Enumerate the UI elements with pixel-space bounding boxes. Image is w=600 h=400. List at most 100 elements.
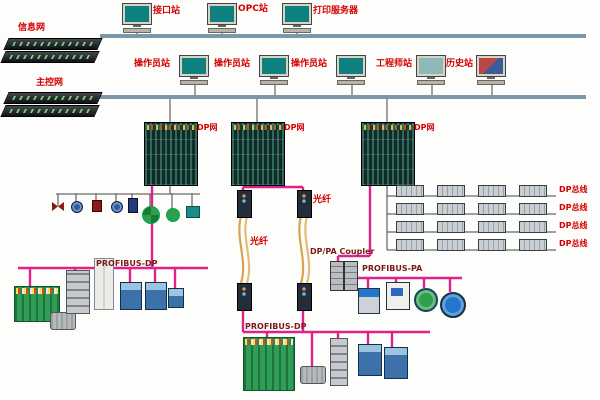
io-module-icon bbox=[396, 203, 424, 215]
control-network-switch-icon bbox=[3, 92, 103, 104]
monitor-stand bbox=[218, 25, 226, 27]
opc-station-icon bbox=[208, 4, 236, 33]
monitor-stand bbox=[133, 25, 141, 27]
io-module-icon bbox=[478, 221, 506, 233]
keyboard bbox=[337, 80, 365, 85]
dp-slave-icon bbox=[120, 282, 142, 310]
io-module-icon bbox=[396, 221, 424, 233]
interface-station-icon bbox=[123, 4, 151, 33]
profibus-pa-label: PROFIBUS-PA bbox=[362, 264, 423, 273]
pump-icon bbox=[166, 208, 180, 222]
print-server-icon bbox=[283, 4, 311, 33]
control-network-switch-icon bbox=[0, 105, 100, 117]
io-module-icon bbox=[396, 185, 424, 197]
monitor-screen bbox=[337, 56, 365, 76]
io-module-icon bbox=[396, 239, 424, 251]
io-bus-label: DP总线 bbox=[559, 221, 588, 230]
fiber-label: 光纤 bbox=[313, 195, 332, 205]
io-module-icon bbox=[478, 203, 506, 215]
plc-modules bbox=[245, 339, 293, 345]
keyboard bbox=[260, 80, 288, 85]
io-module-icon bbox=[519, 239, 547, 251]
io-module-icon bbox=[437, 239, 465, 251]
monitor-screen bbox=[208, 4, 236, 24]
monitor-stand bbox=[347, 77, 355, 79]
fiber-cables bbox=[238, 215, 311, 284]
transmitter-icon bbox=[358, 288, 380, 314]
operator-station-label: 操作员站 bbox=[291, 59, 328, 69]
control-network-label: 主控网 bbox=[36, 78, 64, 88]
controller-rack-icon bbox=[231, 122, 285, 186]
io-bus-label: DP总线 bbox=[559, 239, 588, 248]
dp-slave-icon bbox=[358, 344, 382, 376]
interface-station-label: 接口站 bbox=[153, 6, 181, 16]
monitor-screen bbox=[283, 4, 311, 24]
history-station-icon bbox=[477, 56, 505, 85]
monitor-stand bbox=[487, 77, 495, 79]
keyboard bbox=[180, 80, 208, 85]
switch-ports bbox=[12, 42, 94, 46]
engineer-station-icon bbox=[417, 56, 445, 85]
instrument-icon bbox=[128, 198, 138, 213]
io-bus-label: DP总线 bbox=[559, 185, 588, 194]
dp-pa-coupler-label: DP/PA Coupler bbox=[310, 247, 375, 256]
monitor-screen bbox=[477, 56, 505, 76]
pa-field-device-icon bbox=[414, 288, 438, 312]
gauge-icon bbox=[111, 201, 123, 213]
monitor-stand bbox=[270, 77, 278, 79]
motor-icon bbox=[300, 366, 326, 384]
operator-station-label: 操作员站 bbox=[214, 59, 251, 69]
io-module-icon bbox=[519, 185, 547, 197]
engineer-station-label: 工程师站 bbox=[376, 59, 413, 69]
olm-module-icon bbox=[237, 190, 252, 218]
profibus-dp-label: PROFIBUS-DP bbox=[96, 259, 158, 268]
instrument-icon bbox=[186, 206, 200, 218]
dp-net-label: DP网 bbox=[197, 123, 218, 132]
opc-station-label: OPC站 bbox=[238, 4, 268, 14]
io-module-icon bbox=[437, 221, 465, 233]
rack-modules bbox=[234, 125, 282, 130]
io-module-icon bbox=[437, 185, 465, 197]
rack-modules bbox=[364, 125, 412, 130]
pa-field-device-icon bbox=[440, 292, 466, 318]
history-station-label: 历史站 bbox=[446, 59, 474, 69]
dp-slave-icon bbox=[145, 282, 167, 310]
operator-station-icon bbox=[260, 56, 288, 85]
info-network-switch-icon bbox=[0, 51, 100, 63]
motor-icon bbox=[50, 312, 76, 330]
plc-rack-icon bbox=[243, 337, 295, 391]
io-bus-label: DP总线 bbox=[559, 203, 588, 212]
olm-module-icon bbox=[237, 283, 252, 311]
monitor-screen bbox=[123, 4, 151, 24]
monitor-stand bbox=[190, 77, 198, 79]
rack-modules bbox=[147, 125, 195, 130]
monitor-stand bbox=[293, 25, 301, 27]
gauge-icon bbox=[71, 201, 83, 213]
keyboard bbox=[208, 28, 236, 33]
drive-icon bbox=[330, 338, 348, 386]
operator-station-label: 操作员站 bbox=[134, 59, 171, 69]
dp-pa-coupler-icon bbox=[344, 261, 358, 291]
drive-icon bbox=[66, 270, 90, 314]
io-module-icon bbox=[437, 203, 465, 215]
io-module-icon bbox=[519, 221, 547, 233]
operator-station-icon bbox=[180, 56, 208, 85]
bus-lines bbox=[100, 34, 586, 99]
io-module-icon bbox=[519, 203, 547, 215]
frequency-converter-icon bbox=[94, 258, 114, 310]
controller-rack-icon bbox=[361, 122, 415, 186]
olm-module-icon bbox=[297, 283, 312, 311]
print-server-label: 打印服务器 bbox=[313, 6, 359, 16]
switch-ports bbox=[9, 109, 91, 113]
profibus-dp-label: PROFIBUS-DP bbox=[245, 322, 307, 331]
dp-net-label: DP网 bbox=[284, 123, 305, 132]
operator-station-icon bbox=[337, 56, 365, 85]
monitor-screen bbox=[417, 56, 445, 76]
keyboard bbox=[283, 28, 311, 33]
fan-icon bbox=[142, 206, 160, 224]
keyboard bbox=[417, 80, 445, 85]
dp-pa-coupler-icon bbox=[330, 261, 344, 291]
monitor-screen bbox=[180, 56, 208, 76]
